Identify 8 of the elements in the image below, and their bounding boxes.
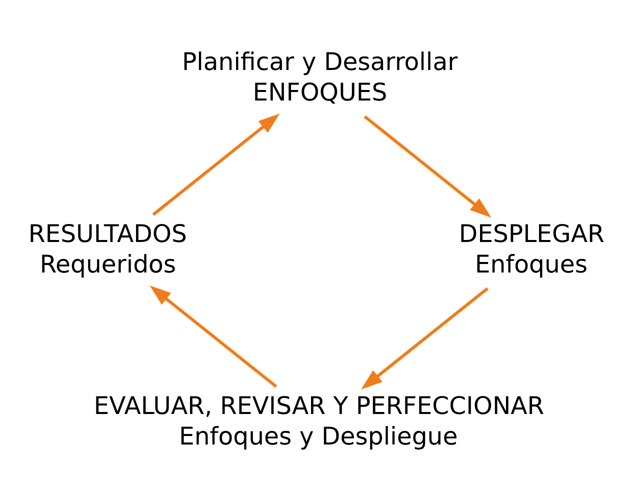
arrow [361, 286, 488, 389]
arrow [150, 285, 278, 388]
node-text: Planificar y Desarrollar ENFOQUES [182, 46, 458, 106]
arrow [152, 113, 280, 216]
node-text: RESULTADOS Requeridos [28, 218, 188, 278]
node-text: EVALUAR, REVISAR Y PERFECCIONAR Enfoques y Despliegue [94, 390, 544, 450]
arrow [364, 114, 492, 217]
node-text: DESPLEGAR Enfoques [458, 218, 604, 278]
